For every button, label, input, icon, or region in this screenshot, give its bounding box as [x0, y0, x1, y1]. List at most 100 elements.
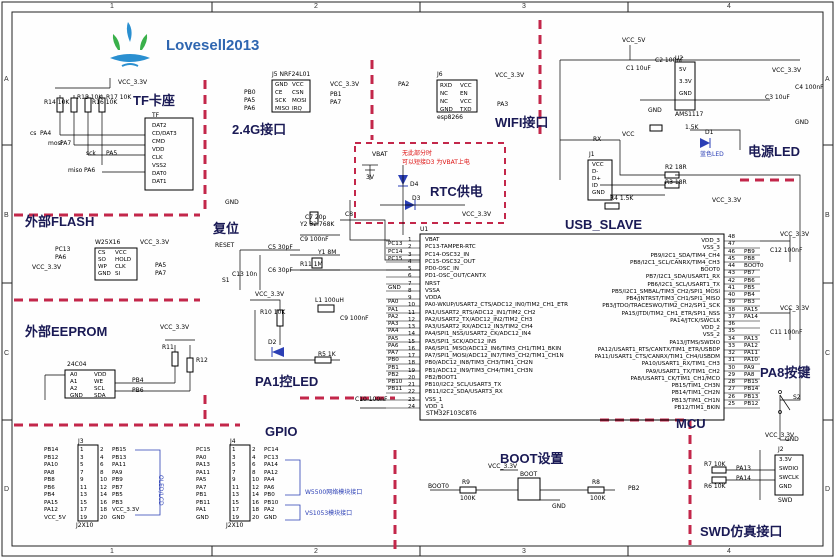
swd-ref: J2	[778, 446, 784, 453]
border-row-d-right: D	[825, 486, 831, 493]
mcu-right-pin-name: PA8/USART1_CK/TIM1_CH1/MCO	[630, 375, 720, 382]
mcu-left-pin-number: 12	[408, 316, 416, 323]
usb-r4: R4 1.5K	[610, 195, 634, 202]
mcu-right-pin-name: VDD_2	[701, 325, 720, 331]
eeprom-r11: R11	[162, 344, 174, 351]
mcu-left-net: PB10	[388, 379, 403, 385]
tf-net-pa7: PA7	[60, 140, 72, 147]
wifi-r4: TXD	[460, 107, 472, 113]
section-mcu: MCU	[676, 416, 706, 431]
gpio_j4-right-net: PB0	[264, 492, 275, 498]
ldo-c4: C4 100nF	[795, 84, 824, 91]
gpio_j4-right-pin: 6	[252, 462, 256, 468]
swd-net-pa13: PA13	[736, 465, 751, 472]
border-col-3-bottom: 3	[522, 548, 526, 555]
eeprom-vcc: VCC_3.3V	[160, 324, 190, 331]
gpio_j4-right-net: PA14	[264, 462, 278, 468]
section-flash: 外部FLASH	[25, 214, 95, 229]
mcu-left-pin-name: PA2/USART2_TX/ADC12_IN2/TIM2_CH3	[425, 316, 533, 323]
gpio_j4-left-pin: 17	[232, 507, 240, 513]
mcu-right-pin-number: 47	[728, 241, 736, 248]
mcu-c12: C12 100nF	[770, 247, 803, 254]
flash-net-pa5: PA5	[155, 262, 167, 269]
mcu-left-pin-number: 14	[408, 331, 416, 338]
usb-vcc33: VCC_3.3V	[712, 197, 742, 204]
mcu-left-pin-name: VBAT	[425, 237, 440, 243]
mcu-vcc-mid: VCC_3.3V	[780, 305, 810, 312]
rtc-gnd: GND	[225, 199, 239, 206]
ldo-part: AMS1117	[675, 111, 704, 118]
eeprom-r12: R12	[196, 357, 208, 364]
swd-pin-4: GND	[779, 484, 792, 490]
tf-r16: R16 10K	[92, 99, 118, 106]
gpio_j3-right-net: PA11	[112, 462, 126, 468]
nrf-r3: MOSI	[292, 98, 307, 104]
xtal-y2: Y2 32.768K	[300, 221, 335, 228]
swd-part: SWD	[778, 497, 793, 504]
mcu-right-pin-number: 33	[728, 342, 736, 349]
mcu-left-pin-number: 9	[408, 295, 412, 301]
oled-note: OLED/LCD	[157, 475, 164, 506]
led-d2: D2	[268, 339, 277, 346]
mcu-left-net: PA7	[388, 350, 399, 356]
gpio_j4-right-pin: 2	[252, 447, 256, 453]
eeprom-l4: GND	[70, 393, 83, 399]
mcu-left-pin-number: 17	[408, 353, 416, 359]
mcu-right-net: PA8	[744, 371, 755, 378]
section-pa8key: PA8按键	[760, 365, 811, 380]
mcu-right-pin-number: 28	[728, 379, 736, 385]
gpio_j4-left-net: PA11	[196, 469, 210, 476]
led-l1: L1 100uH	[315, 297, 344, 304]
eeprom-r2: WE	[94, 379, 104, 385]
mcu-right-pin-name: PB15/TIM1_CH3N	[671, 383, 720, 389]
mcu-right-pin-name: PB4/JNTRST/TIM3_CH1/SPI1_MISO	[626, 296, 720, 302]
eeprom-l3: A2	[70, 386, 78, 392]
border-col-1-bottom: 1	[110, 548, 114, 555]
mcu-right-pin-name: PB3/JTDO/TRACESWO/TIM2_CH2/SPI1_SCK	[602, 303, 720, 310]
mcu-right-pin-name: PB12/TIM1_BKIN	[674, 404, 720, 411]
mcu-left-pin-number: 3	[408, 251, 412, 258]
boot-r8: R8	[592, 479, 600, 486]
gpio_j4-right-net: PA12	[264, 469, 278, 476]
key-s2: S2	[793, 394, 801, 401]
wifi-l1: RXD	[440, 83, 453, 89]
mcu-right-pin-number: 26	[728, 393, 736, 400]
mcu-right-pin-name: PB5/I2C1_SMBAL/TIM3_CH2/SPI1_MOSI	[611, 288, 720, 295]
mcu-left-pin-number: 19	[408, 367, 416, 374]
mcu-right-net: PA12	[744, 342, 758, 349]
swd-r6: R6 10K	[704, 483, 726, 490]
mcu-left-net: PA2	[388, 313, 399, 320]
mcu-c11: C11 100nF	[770, 329, 803, 336]
gpio_j3-right-pin: 20	[100, 514, 108, 521]
mcu-right-pin-number: 44	[728, 263, 736, 269]
tf-r14: R14 10K	[44, 99, 70, 106]
tf-pin-3: CMD	[152, 139, 166, 145]
section-pa1led: PA1控LED	[255, 374, 319, 389]
gpio_j3-right-net: GND	[112, 514, 125, 521]
ldo-gnd: GND	[648, 107, 662, 114]
ldo-vcc5: VCC_5V	[622, 37, 646, 44]
gpio_j3-right-net: PB3	[112, 499, 123, 506]
mcu-right-pin-number: 46	[728, 248, 736, 255]
border-col-4: 4	[727, 3, 731, 10]
gpio_j3-right-net: PB15	[112, 447, 127, 453]
mcu-left-pin-number: 7	[408, 280, 412, 287]
mcu-right-net: PB6	[744, 277, 755, 284]
tf-r17: R17 10K	[106, 94, 132, 101]
gpio_j3-left-pin: 13	[80, 492, 88, 498]
mcu-left-pin-number: 13	[408, 324, 416, 330]
border-col-2: 2	[314, 3, 318, 10]
flash-l1: CS	[98, 250, 106, 256]
border-col-2-bottom: 2	[314, 548, 318, 555]
mcu-right-pin-number: 30	[728, 364, 736, 371]
mcu-right-net: PB7	[744, 270, 755, 277]
mcu-left-net: PC14	[388, 248, 403, 255]
usb-r2: R2 18R	[665, 164, 687, 171]
border-row-a-right: A	[825, 76, 830, 83]
boot-left: BOOT0	[428, 483, 449, 490]
gpio_j3-left-pin: 3	[80, 454, 84, 461]
ldo-d1: D1	[705, 129, 714, 136]
mcu-left-pin-number: 10	[408, 302, 416, 309]
mcu-left-pin-name: VSS_1	[425, 396, 443, 403]
wifi-l3: NC	[440, 99, 449, 105]
